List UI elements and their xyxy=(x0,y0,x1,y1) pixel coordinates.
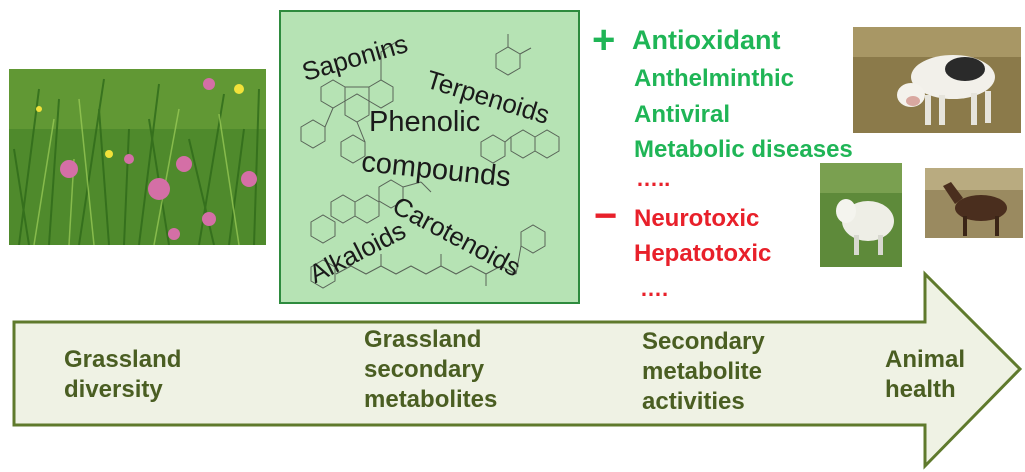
effect-antioxidant: Antioxidant xyxy=(632,25,781,55)
effect-hepatotoxic: Hepatotoxic xyxy=(634,240,772,267)
stage-grassland-secondary-metabolites: Grassland secondary metabolites xyxy=(364,326,498,413)
horse-photo xyxy=(925,168,1023,238)
positive-sign: + xyxy=(592,18,616,62)
chemical-structures-illustration xyxy=(300,34,560,289)
stage-grassland-diversity: Grassland diversity xyxy=(64,346,182,403)
effect-anthelminthic: Anthelminthic xyxy=(634,65,794,92)
negative-sign: − xyxy=(594,194,618,238)
effect-neurotoxic: Neurotoxic xyxy=(634,205,760,232)
positive-ellipsis: ….. xyxy=(636,166,671,191)
secondary-metabolites-box: Saponins Terpenoids Phenolic compounds C… xyxy=(279,10,580,304)
cow-photo xyxy=(853,27,1021,133)
effect-metabolic-diseases: Metabolic diseases xyxy=(634,136,853,163)
effect-antiviral: Antiviral xyxy=(634,101,731,128)
meadow-flowers-photo xyxy=(9,69,266,245)
sheep-photo xyxy=(820,163,902,267)
stage-animal-health: Animal health xyxy=(885,346,966,403)
negative-ellipsis: …. xyxy=(640,276,669,301)
compound-phenolic: Phenolic xyxy=(369,106,481,138)
stage-secondary-metabolite-activities: Secondary metabolite activities xyxy=(642,328,765,415)
